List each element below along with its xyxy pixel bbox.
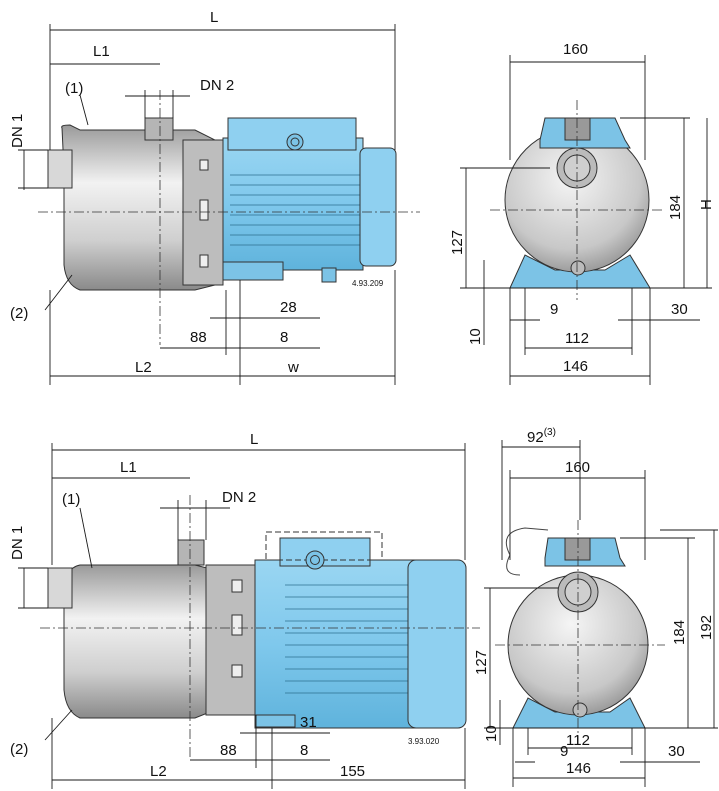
dim-31: 31 <box>300 714 317 731</box>
dim-88: 88 <box>190 329 207 346</box>
fan-cover <box>359 147 397 267</box>
pump-casing-2 <box>63 564 216 719</box>
dim-8-2: 8 <box>300 742 308 759</box>
dim-8: 8 <box>280 329 288 346</box>
dim-L2: L2 <box>135 359 152 376</box>
dim-L-2: L <box>250 431 258 448</box>
dim-DN1: DN 1 <box>9 114 26 148</box>
dim-DN2-2: DN 2 <box>222 489 256 506</box>
dim-127: 127 <box>449 230 466 255</box>
motor-housing <box>222 137 364 271</box>
top-front-view: 160 127 184 H 9 30 10 112 146 <box>449 41 715 385</box>
dim-192: 192 <box>698 615 715 640</box>
dim-DN1-2: DN 1 <box>9 526 26 560</box>
dim-10-2: 10 <box>483 725 500 742</box>
note-2: (2) <box>10 305 28 322</box>
dim-88-2: 88 <box>220 742 237 759</box>
dim-112: 112 <box>565 330 589 347</box>
motor-housing-2 <box>254 559 416 729</box>
note-2-2: (2) <box>10 741 28 758</box>
note-1-2: (1) <box>62 491 80 508</box>
bottom-side-view: L L1 DN 2 (1) (2) DN 1 31 88 8 L2 155 3.… <box>9 431 480 789</box>
drawing-code: 4.93.209 <box>352 279 384 288</box>
dim-146: 146 <box>563 358 588 375</box>
dim-160-2: 160 <box>565 459 590 476</box>
drawing-code-2: 3.93.020 <box>408 737 440 746</box>
dim-112-2: 112 <box>566 732 590 749</box>
outlet-port-dn2 <box>144 117 174 141</box>
dim-30: 30 <box>671 301 688 318</box>
dim-L2-2: L2 <box>150 763 167 780</box>
dim-184-2: 184 <box>671 620 688 645</box>
dim-184: 184 <box>667 195 684 220</box>
dim-L: L <box>210 9 218 26</box>
bottom-front-view: 92(3) 160 127 184 192 9 30 10 112 146 <box>473 427 718 787</box>
fan-cover-2 <box>407 559 467 729</box>
top-side-view: L L1 DN 2 (1) (2) DN 1 28 88 8 L2 w 4.93… <box>9 9 420 385</box>
dim-92: 92(3) <box>527 427 556 446</box>
dim-146-2: 146 <box>566 760 591 777</box>
dim-30-2: 30 <box>668 743 685 760</box>
dim-H: H <box>698 199 715 210</box>
dim-9: 9 <box>550 301 558 318</box>
inlet-port-dn1 <box>47 149 73 189</box>
dim-DN2: DN 2 <box>200 77 234 94</box>
dim-127-2: 127 <box>473 650 490 675</box>
dim-10: 10 <box>467 328 484 345</box>
dim-9-2: 9 <box>560 743 568 760</box>
dim-L1-2: L1 <box>120 459 137 476</box>
dim-28: 28 <box>280 299 297 316</box>
dim-160: 160 <box>563 41 588 58</box>
dim-155: 155 <box>340 763 365 780</box>
note-1: (1) <box>65 80 83 97</box>
dim-w: w <box>287 359 299 376</box>
dim-L1: L1 <box>93 43 110 60</box>
